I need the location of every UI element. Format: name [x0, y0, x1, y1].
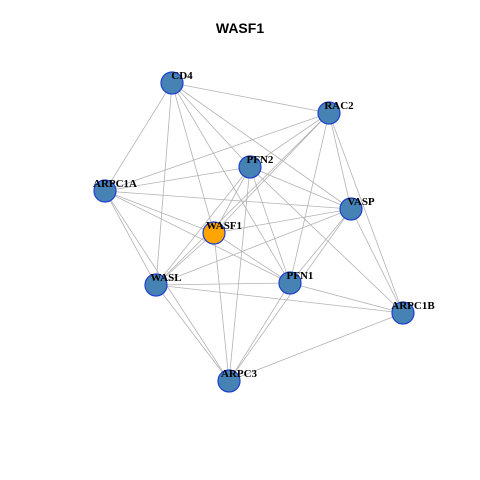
edge-cd4-pfn1 — [171, 82, 291, 284]
node-cd4[interactable]: CD4 — [160, 70, 193, 95]
node-label-wasf1: WASF1 — [206, 220, 242, 232]
edge-rac2-vasp — [328, 112, 352, 210]
node-circle-rac2[interactable] — [317, 101, 341, 125]
edge-cd4-pfn2 — [171, 82, 251, 168]
node-circle-vasp[interactable] — [339, 197, 363, 221]
edge-cd4-arpc1a — [104, 82, 173, 192]
edge-vasp-wasl — [155, 208, 352, 286]
edge-wasf1-pfn1 — [213, 232, 291, 284]
edge-pfn1-arpc3 — [228, 282, 291, 382]
edge-arpc1a-wasf1 — [104, 190, 215, 234]
edge-pfn2-arpc3 — [228, 166, 251, 382]
node-circle-arpc3[interactable] — [217, 369, 241, 393]
node-circle-pfn1[interactable] — [278, 271, 302, 295]
node-vasp[interactable]: VASP — [339, 196, 375, 221]
edge-rac2-pfn2 — [249, 112, 330, 168]
node-label-rac2: RAC2 — [324, 100, 354, 112]
edge-pfn1-arpc1b — [289, 282, 404, 314]
node-pfn1[interactable]: PFN1 — [278, 270, 314, 295]
node-arpc1a[interactable]: ARPC1A — [93, 178, 137, 203]
edge-arpc1a-vasp — [104, 190, 352, 210]
edge-arpc1a-pfn1 — [104, 190, 291, 284]
edge-vasp-arpc1b — [350, 208, 404, 314]
node-wasl[interactable]: WASL — [144, 272, 182, 297]
node-label-pfn2: PFN2 — [247, 154, 274, 166]
edge-wasl-pfn1 — [155, 282, 291, 286]
node-label-cd4: CD4 — [171, 70, 193, 82]
node-label-wasl: WASL — [150, 272, 181, 284]
node-rac2[interactable]: RAC2 — [317, 100, 354, 125]
node-label-pfn1: PFN1 — [287, 270, 314, 282]
node-label-arpc1b: ARPC1B — [391, 300, 435, 312]
edge-pfn2-pfn1 — [249, 166, 291, 284]
node-arpc1b[interactable]: ARPC1B — [391, 300, 435, 325]
edge-pfn2-arpc1a — [104, 166, 251, 192]
edge-vasp-arpc3 — [228, 208, 352, 382]
node-circle-arpc1a[interactable] — [93, 179, 117, 203]
node-pfn2[interactable]: PFN2 — [238, 154, 274, 179]
node-label-vasp: VASP — [347, 196, 375, 208]
edge-layer — [104, 82, 404, 382]
edge-wasl-arpc3 — [155, 284, 230, 382]
node-circle-wasl[interactable] — [144, 273, 168, 297]
node-circle-pfn2[interactable] — [238, 155, 262, 179]
edge-rac2-arpc1a — [104, 112, 330, 192]
node-circle-arpc1b[interactable] — [391, 301, 415, 325]
edge-pfn2-vasp — [249, 166, 352, 210]
edge-cd4-wasl — [155, 82, 173, 286]
node-arpc3[interactable]: ARPC3 — [217, 368, 258, 393]
edge-wasf1-arpc3 — [213, 232, 230, 382]
node-circle-cd4[interactable] — [160, 71, 184, 95]
node-wasf1[interactable]: WASF1 — [202, 220, 242, 245]
graph-title: WASF1 — [215, 20, 265, 36]
edge-arpc1b-arpc3 — [228, 312, 404, 382]
edge-rac2-wasl — [155, 112, 330, 286]
edge-vasp-pfn1 — [289, 208, 352, 284]
edge-vasp-wasf1 — [213, 208, 352, 234]
edge-cd4-wasf1 — [171, 82, 215, 234]
node-label-arpc3: ARPC3 — [221, 368, 258, 380]
edge-wasl-arpc1b — [155, 284, 404, 314]
edge-cd4-rac2 — [171, 82, 330, 114]
edge-pfn2-wasl — [155, 166, 251, 286]
edge-arpc1a-wasl — [104, 190, 157, 286]
edge-rac2-arpc1b — [328, 112, 404, 314]
edge-cd4-vasp — [171, 82, 352, 210]
edge-rac2-wasf1 — [213, 112, 330, 234]
node-circle-wasf1[interactable] — [202, 221, 226, 245]
edge-pfn2-arpc1b — [249, 166, 404, 314]
edge-rac2-pfn1 — [289, 112, 330, 284]
node-label-arpc1a: ARPC1A — [93, 178, 137, 190]
edge-wasf1-wasl — [155, 232, 215, 286]
